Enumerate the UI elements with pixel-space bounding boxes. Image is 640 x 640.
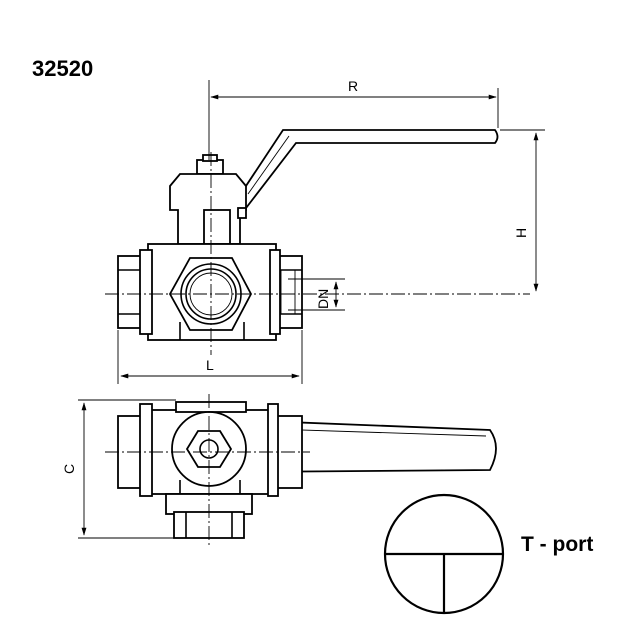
top-body (117, 401, 303, 539)
front-body (117, 243, 303, 341)
front-handle (236, 129, 499, 210)
product-code: 32520 (32, 56, 93, 81)
dimension-h: H (500, 129, 545, 292)
svg-text:H: H (513, 228, 529, 238)
dimension-dn: DN (288, 278, 345, 311)
front-stem (169, 154, 247, 245)
top-view (105, 394, 497, 548)
svg-text:L: L (206, 357, 214, 373)
dimension-c: C (61, 399, 176, 539)
svg-text:DN: DN (315, 289, 331, 309)
t-port-symbol (383, 493, 505, 615)
svg-text:R: R (348, 78, 358, 94)
front-view (105, 129, 530, 355)
svg-text:C: C (61, 464, 77, 474)
dimension-r: R (208, 78, 499, 160)
port-type-label: T - port (521, 533, 593, 556)
dimension-l: L (117, 330, 303, 384)
